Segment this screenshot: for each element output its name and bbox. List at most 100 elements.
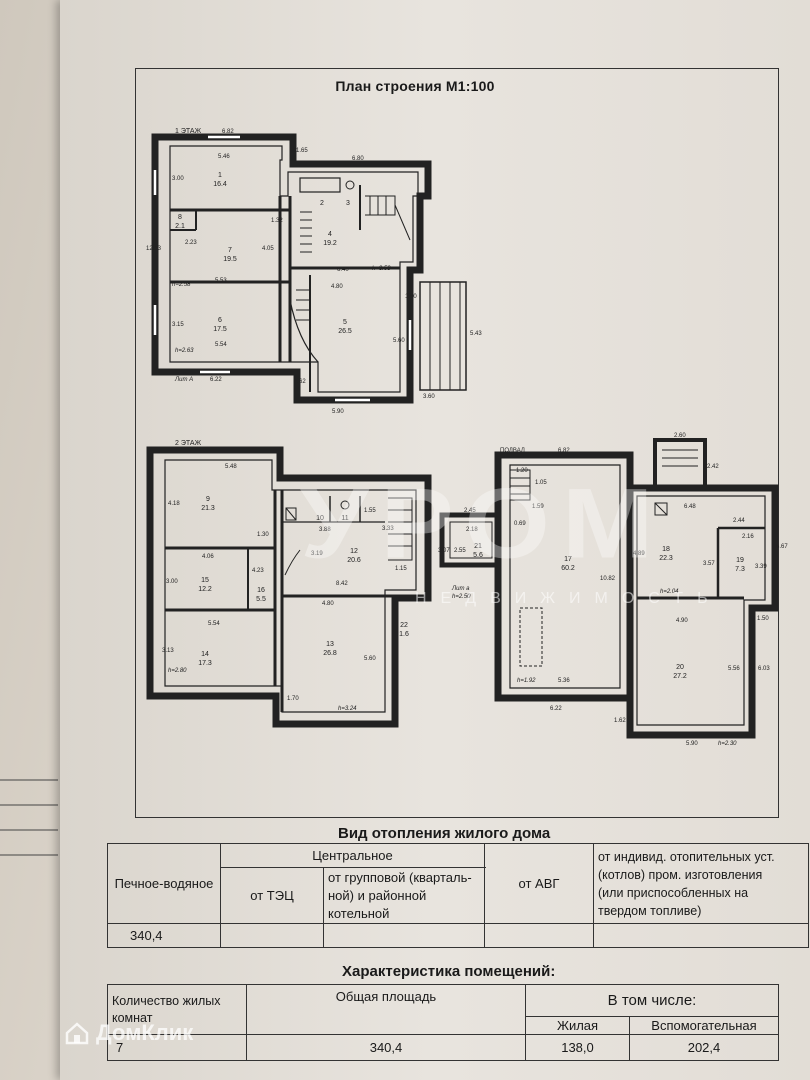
room-number: 9 (206, 496, 210, 503)
plan-frame (135, 68, 779, 818)
house-icon (65, 1022, 89, 1045)
height-label: h=2.63 (175, 348, 194, 354)
dim-label: 3.15 (172, 322, 184, 328)
dim-label: 3.39 (755, 564, 767, 570)
dim-label: 2.45 (464, 508, 476, 514)
dim-label: 2.44 (733, 518, 745, 524)
col-individual-line: (или приспособленных на (598, 885, 749, 900)
dim-label: 1.50 (405, 294, 417, 300)
room-number: 5 (343, 319, 347, 326)
characteristics-title: Характеристика помещений: (342, 963, 556, 980)
dim-label: 6.80 (352, 156, 364, 162)
basement-plan (439, 438, 779, 739)
watermark-subtext: НЕДВИЖИМОСТЬ (415, 590, 722, 607)
room-number: 15 (201, 577, 209, 584)
dim-label: 4.89 (633, 551, 645, 557)
dim-label: 6.03 (758, 666, 770, 672)
col-group: от групповой (кварталь- ной) и районной … (323, 867, 485, 924)
dim-label: 5.60 (393, 338, 405, 344)
value-aux: 202,4 (629, 1034, 779, 1061)
dim-label: 4.80 (331, 284, 343, 290)
col-central: Центральное (220, 843, 485, 868)
dim-label: 3.88 (319, 527, 331, 533)
floor1-lit-label: Лит А (174, 377, 193, 383)
dim-label: 2.18 (466, 527, 478, 533)
room-area: 21.3 (201, 505, 215, 512)
dim-label: 6.40 (337, 267, 349, 273)
room-area: 20.6 (347, 557, 361, 564)
dim-label: 6.22 (550, 706, 562, 712)
dim-label: 3.19 (311, 551, 323, 557)
height-label: h=2.30 (718, 741, 737, 747)
value-group (323, 923, 485, 948)
brand-name: ДомКлик (96, 1020, 194, 1045)
dim-label: 5.90 (686, 741, 698, 747)
heating-title: Вид отопления жилого дома (338, 825, 551, 842)
value-individual (593, 923, 809, 948)
dim-label: 1.55 (364, 508, 376, 514)
dim-label: 2.60 (674, 433, 686, 439)
room-area: 60.2 (561, 565, 575, 572)
dim-label: 1.32 (271, 218, 283, 224)
dim-label: 5.54 (215, 342, 227, 348)
room-area: 26.8 (323, 650, 337, 657)
dim-label: 6.67 (776, 544, 788, 550)
col-incl: В том числе: (525, 984, 779, 1017)
col-individual-line: (котлов) пром. изготовления (598, 867, 763, 882)
col-group-line: ной) и районной (328, 887, 427, 903)
dim-label: 1.15 (395, 566, 407, 572)
dim-label: 4.18 (168, 501, 180, 507)
value-stove: 340,4 (107, 923, 221, 948)
dim-label: 6.82 (222, 129, 234, 135)
dim-label: 4.23 (252, 568, 264, 574)
col-rooms-line: Количество жилых (112, 993, 221, 1008)
dim-label: 3.33 (382, 526, 394, 532)
height-label: h=3.53 (372, 266, 391, 272)
col-individual-line: от индивид. отопительных уст. (598, 849, 775, 864)
dim-label: 12.13 (146, 246, 162, 252)
room-area: 5.5 (256, 596, 266, 603)
dim-label: 4.90 (676, 618, 688, 624)
dim-label: 8.42 (336, 581, 348, 587)
watermark-logo: УРОМ (300, 468, 666, 579)
dim-label: 6.48 (684, 504, 696, 510)
room-number: 22 (400, 622, 408, 629)
height-label: h=2.58 (172, 282, 191, 288)
room-area: 27.2 (673, 673, 687, 680)
value-rooms: 7 (107, 1034, 247, 1061)
plan-title: План строения М1:100 (335, 78, 495, 94)
room-number: 2 (320, 200, 324, 207)
room-area: 1.6 (399, 631, 409, 638)
dim-label: 5.48 (225, 464, 237, 470)
room-area: 7.3 (735, 566, 745, 573)
dim-label: 2.16 (742, 534, 754, 540)
col-individual-line: твердом топливе) (598, 903, 702, 918)
dim-label: 1.20 (516, 468, 528, 474)
room-area: 16.4 (213, 181, 227, 188)
dim-label: 6.82 (558, 448, 570, 454)
height-label: h=1.92 (517, 678, 536, 684)
left-page-table-fragment (0, 779, 58, 856)
room-number: 18 (662, 546, 670, 553)
room-area: 26.5 (338, 328, 352, 335)
room-number: 17 (564, 556, 572, 563)
room-number: 19 (736, 557, 744, 564)
height-label: h=2.04 (660, 589, 679, 595)
room-number: 6 (218, 317, 222, 324)
basement-label: ПОДВАЛ (500, 448, 525, 454)
value-agv (484, 923, 594, 948)
value-total: 340,4 (246, 1034, 526, 1061)
room-area: 17.5 (213, 326, 227, 333)
dim-label: 5.90 (332, 409, 344, 415)
col-group-line: котельной (328, 905, 390, 921)
room-area: 19.5 (223, 256, 237, 263)
dim-label: 1.62 (614, 718, 626, 724)
dim-label: 4.06 (202, 554, 214, 560)
room-number: 20 (676, 664, 684, 671)
col-rooms-line: комнат (112, 1010, 153, 1025)
dim-label: 3.60 (423, 394, 435, 400)
room-number: 13 (326, 641, 334, 648)
dim-label: 1.65 (296, 148, 308, 154)
floor2-plan (146, 446, 432, 728)
